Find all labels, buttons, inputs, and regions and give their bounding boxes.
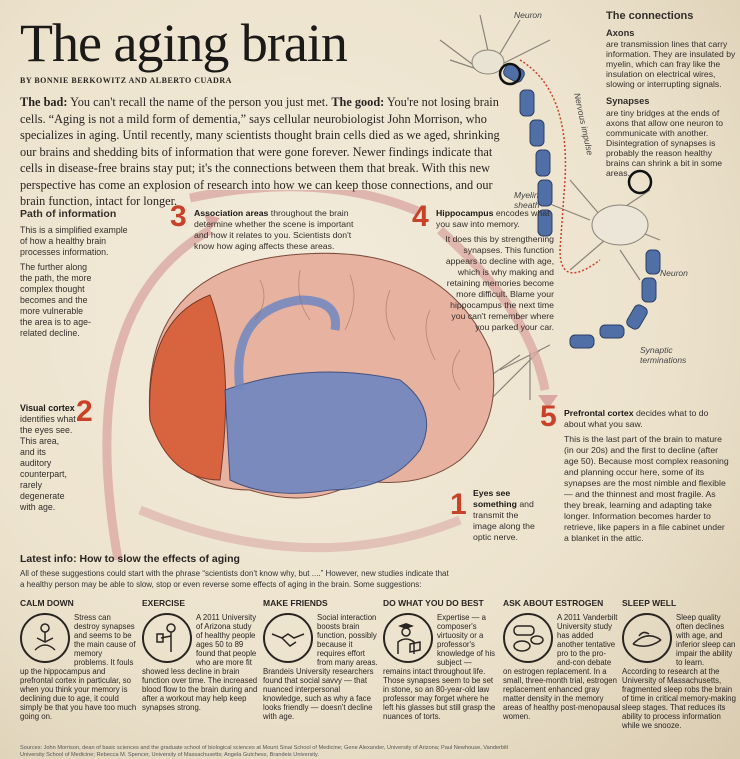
path-of-information: Path of information This is a simplified… [20, 208, 128, 339]
step-2-body: identifies what the eyes see. This area,… [20, 414, 76, 512]
step-3-number: 3 [170, 200, 187, 233]
brain-illustration [102, 190, 558, 560]
connections-title: The connections [606, 10, 694, 22]
tip-make-friends: Make friendsSocial interaction boosts br… [263, 598, 381, 721]
step-1-text: Eyes see something and transmit the imag… [473, 488, 538, 543]
sleep-icon [622, 613, 672, 663]
synaptic-terminations-label: Synaptic terminations [640, 345, 687, 365]
tip-title: Calm down [20, 598, 74, 608]
step-4-title: Hippocampus [436, 208, 494, 218]
step-2-text: Visual cortex identifies what the eyes s… [20, 403, 76, 513]
step-5-text: Prefrontal cortex decides what to do abo… [564, 408, 729, 544]
latest-info-text: All of these suggestions could start wit… [20, 569, 449, 589]
tip-title: Exercise [142, 598, 185, 608]
connections-panel: The connections Axons are transmission l… [606, 10, 736, 178]
path-p1: This is a simplified example of how a he… [20, 224, 128, 257]
step-3-text: Association areas throughout the brain d… [194, 208, 359, 252]
good-text: You're not losing brain cells. “Aging is… [20, 95, 500, 208]
intro-paragraph: The bad: You can't recall the name of th… [20, 94, 510, 210]
step-1-title: Eyes see something [473, 488, 517, 509]
tip-text: A 2011 University of Arizona study of he… [142, 613, 258, 712]
neuron-illustration [439, 14, 661, 401]
step-4-number: 4 [412, 200, 429, 233]
step-3-title: Association areas [194, 208, 269, 218]
sources: Sources: John Morrison, dean of basic sc… [20, 745, 509, 758]
page-title: The aging brain [20, 13, 348, 73]
bad-label: The bad: [20, 95, 68, 109]
tip-title: Do what you do best [383, 598, 484, 608]
latest-info-title: Latest info: How to slow the effects of … [20, 553, 240, 565]
path-p2: The further along the path, the more com… [20, 261, 92, 338]
path-title: Path of information [20, 208, 117, 220]
tip-sleep-well: Sleep wellSleep quality often declines w… [622, 598, 740, 730]
synapses-text: are tiny bridges at the ends of axons th… [606, 107, 724, 178]
tip-title: Sleep well [622, 598, 677, 608]
step-4-body: encodes what you saw into memory. [436, 208, 550, 229]
step-4-text: Hippocampus encodes what you saw into me… [436, 208, 554, 333]
axons-text: are transmission lines that carry inform… [606, 39, 736, 90]
step-1-body: and transmit the image along the optic n… [473, 499, 535, 542]
tip-text: A 2011 Vanderbilt University study has a… [503, 613, 621, 721]
tip-title: Make friends [263, 598, 328, 608]
tip-do-what-you-do-best: Do what you do bestExpertise — a compose… [383, 598, 501, 721]
step-3-body: throughout the brain determine whether t… [194, 208, 354, 251]
neuron-label: Neuron [514, 10, 542, 20]
step-5-number: 5 [540, 400, 557, 433]
tip-text: Stress can destroy synapses and seems to… [20, 613, 137, 721]
tip-calm-down: Calm downStress can destroy synapses and… [20, 598, 138, 721]
step-5-body: decides what to do about what you saw. [564, 408, 709, 429]
professor-icon [383, 613, 433, 663]
synapses-title: Synapses [606, 96, 650, 107]
tip-text: Sleep quality often declines with age, a… [622, 613, 736, 730]
tip-exercise: Exercise A 2011 University of Arizona stu… [142, 598, 260, 712]
tip-title: Ask about estrogen [503, 598, 604, 608]
handshake-icon [263, 613, 313, 663]
step-5-detail: This is the last part of the brain to ma… [564, 434, 729, 543]
step-5-title: Prefrontal cortex [564, 408, 634, 418]
good-label: The good: [331, 95, 385, 109]
bad-text: You can't recall the name of the person … [67, 95, 332, 109]
byline: By Bonnie Berkowitz and Alberto Cuadra [20, 76, 232, 85]
step-2-number: 2 [76, 395, 93, 428]
tip-text: Expertise — a composer's virtuosity or a… [383, 613, 496, 721]
dumbbell-icon [142, 613, 192, 663]
step-4-detail: It does this by strengthening synapses. … [445, 234, 554, 332]
step-2-title: Visual cortex [20, 403, 75, 413]
tip-text: Social interaction boosts brain function… [263, 613, 378, 721]
axons-title: Axons [606, 27, 635, 38]
step-1-number: 1 [450, 488, 467, 521]
meditation-icon [20, 613, 70, 663]
myelin-label: Myelin sheath [514, 190, 540, 210]
tip-ask-about-estrogen: Ask about estrogen A 2011 Vanderbilt Univ… [503, 598, 621, 721]
neuron-label-bottom: Neuron [660, 268, 688, 278]
pills-icon [503, 613, 553, 663]
